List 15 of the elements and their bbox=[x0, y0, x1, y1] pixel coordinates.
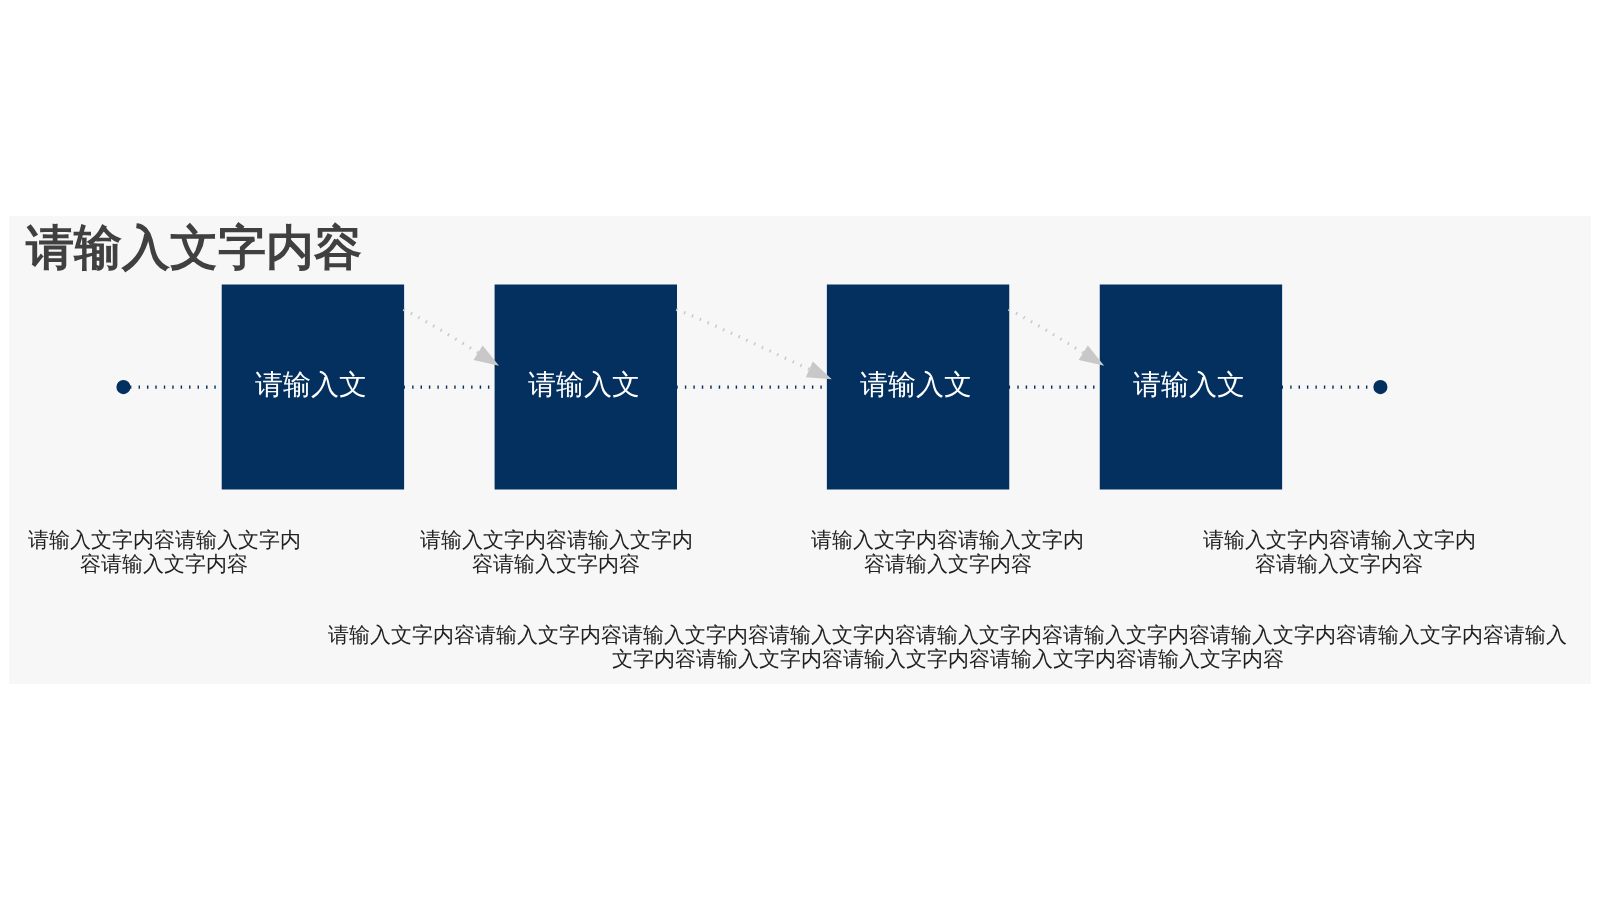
node-label: 请输入文字内容请输入文字内容请输入文字内容 bbox=[811, 526, 1085, 576]
node-box: 请输入文 bbox=[826, 284, 1010, 490]
node-label: 请输入文字内容请输入文字内容请输入文字内容 bbox=[27, 526, 301, 576]
label: 请输入文字内容请输入文字内容请输入文字内容请输入文字内容请输入文字内容请输入文字内容请输入文字内容请输入文字内容请输入文字内容请输入文字内容请输入文字内容请输入文字内容请输入文字内容 bbox=[328, 621, 1568, 671]
arrow bbox=[402, 307, 499, 366]
node-box: 请输入文 bbox=[221, 284, 405, 490]
arrow bbox=[675, 307, 832, 380]
arrow bbox=[1007, 307, 1105, 366]
node-box: 请输入文 bbox=[494, 284, 677, 490]
node-box: 请输入文 bbox=[1099, 284, 1283, 490]
node-circle bbox=[1373, 380, 1388, 395]
node-label: 请输入文字内容请输入文字内容请输入文字内容 bbox=[419, 526, 693, 576]
node-circle bbox=[116, 380, 131, 395]
diagram-title: 请输入文字内容 bbox=[25, 219, 362, 276]
node-label: 请输入文字内容请输入文字内容请输入文字内容 bbox=[1202, 526, 1476, 576]
